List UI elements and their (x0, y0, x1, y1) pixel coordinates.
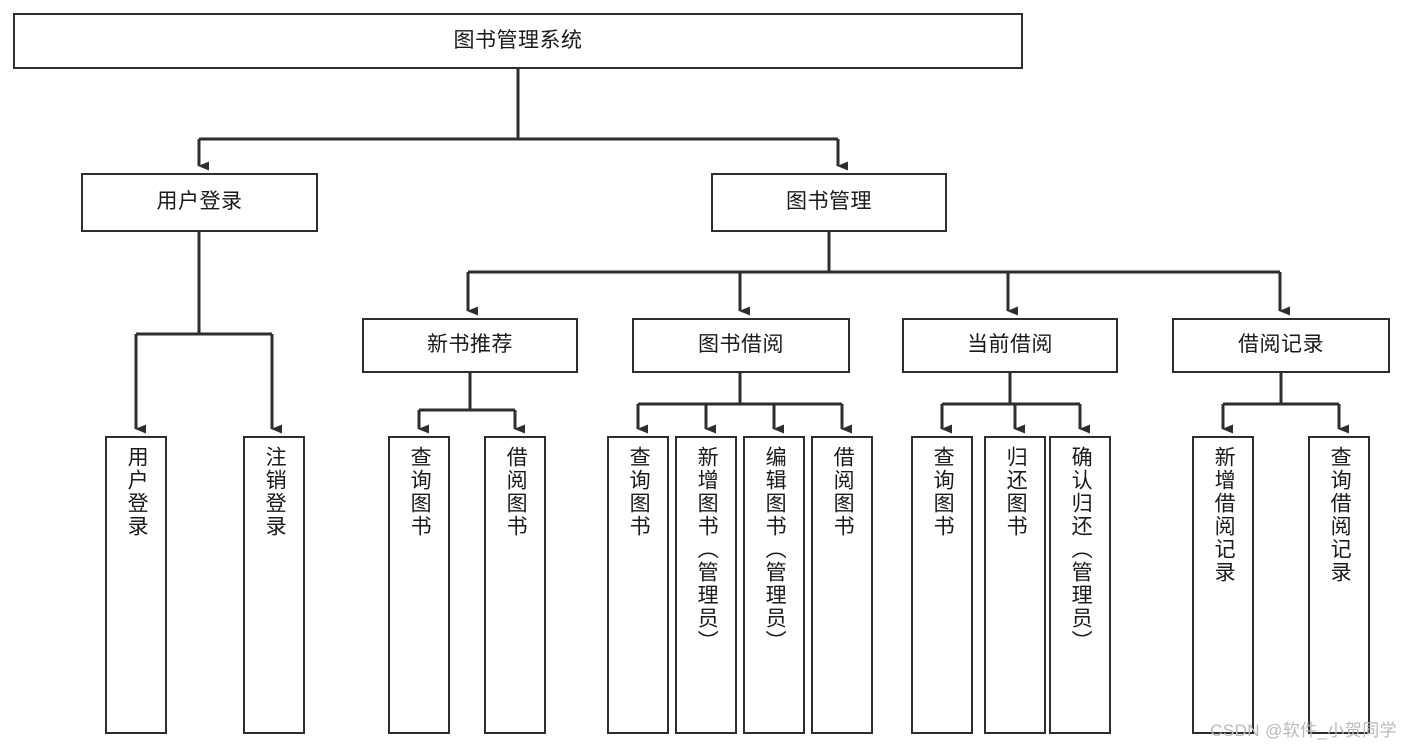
node-user-login[interactable]: 用户登录 (81, 173, 318, 232)
node-leaf-return-book[interactable]: 归还图书 (984, 436, 1046, 734)
node-leaf-query-record[interactable]: 查询借阅记录 (1308, 436, 1370, 734)
node-leaf-edit-book[interactable]: 编辑图书（管理员） (743, 436, 805, 734)
node-leaf-add-record[interactable]: 新增借阅记录 (1192, 436, 1254, 734)
node-leaf-query-book-3[interactable]: 查询图书 (911, 436, 973, 734)
node-root-system[interactable]: 图书管理系统 (13, 13, 1023, 69)
node-leaf-query-book-2[interactable]: 查询图书 (607, 436, 669, 734)
node-current-borrow[interactable]: 当前借阅 (902, 318, 1118, 373)
node-root-label: 图书管理系统 (453, 28, 583, 52)
node-leaf-borrow-book-1-label: 借阅图书 (504, 446, 528, 538)
node-book-borrow-label: 图书借阅 (698, 333, 784, 357)
node-leaf-logout-label: 注销登录 (263, 446, 287, 538)
node-current-borrow-label: 当前借阅 (967, 333, 1053, 357)
node-leaf-user-login-label: 用户登录 (125, 446, 149, 538)
node-leaf-borrow-book-2-label: 借阅图书 (831, 446, 855, 538)
node-leaf-query-book-3-label: 查询图书 (931, 446, 955, 538)
node-book-manage-label: 图书管理 (786, 190, 872, 214)
node-leaf-add-book-label: 新增图书（管理员） (695, 446, 719, 653)
node-leaf-borrow-book-1[interactable]: 借阅图书 (484, 436, 546, 734)
node-leaf-query-record-label: 查询借阅记录 (1328, 446, 1352, 584)
node-leaf-add-record-label: 新增借阅记录 (1212, 446, 1236, 584)
node-book-manage[interactable]: 图书管理 (711, 173, 947, 232)
node-new-book-recommend-label: 新书推荐 (427, 333, 513, 357)
node-leaf-user-login[interactable]: 用户登录 (105, 436, 167, 734)
node-leaf-confirm-return[interactable]: 确认归还（管理员） (1049, 436, 1111, 734)
node-borrow-record-label: 借阅记录 (1238, 333, 1324, 357)
node-leaf-add-book[interactable]: 新增图书（管理员） (675, 436, 737, 734)
node-leaf-borrow-book-2[interactable]: 借阅图书 (811, 436, 873, 734)
node-leaf-confirm-return-label: 确认归还（管理员） (1069, 446, 1093, 653)
node-user-login-label: 用户登录 (156, 190, 243, 214)
node-book-borrow[interactable]: 图书借阅 (632, 318, 850, 373)
node-leaf-query-book-1-label: 查询图书 (408, 446, 432, 538)
node-leaf-return-book-label: 归还图书 (1004, 446, 1028, 538)
node-leaf-edit-book-label: 编辑图书（管理员） (763, 446, 787, 653)
node-new-book-recommend[interactable]: 新书推荐 (362, 318, 578, 373)
node-borrow-record[interactable]: 借阅记录 (1172, 318, 1390, 373)
node-leaf-query-book-1[interactable]: 查询图书 (388, 436, 450, 734)
node-leaf-logout[interactable]: 注销登录 (243, 436, 305, 734)
node-leaf-query-book-2-label: 查询图书 (627, 446, 651, 538)
